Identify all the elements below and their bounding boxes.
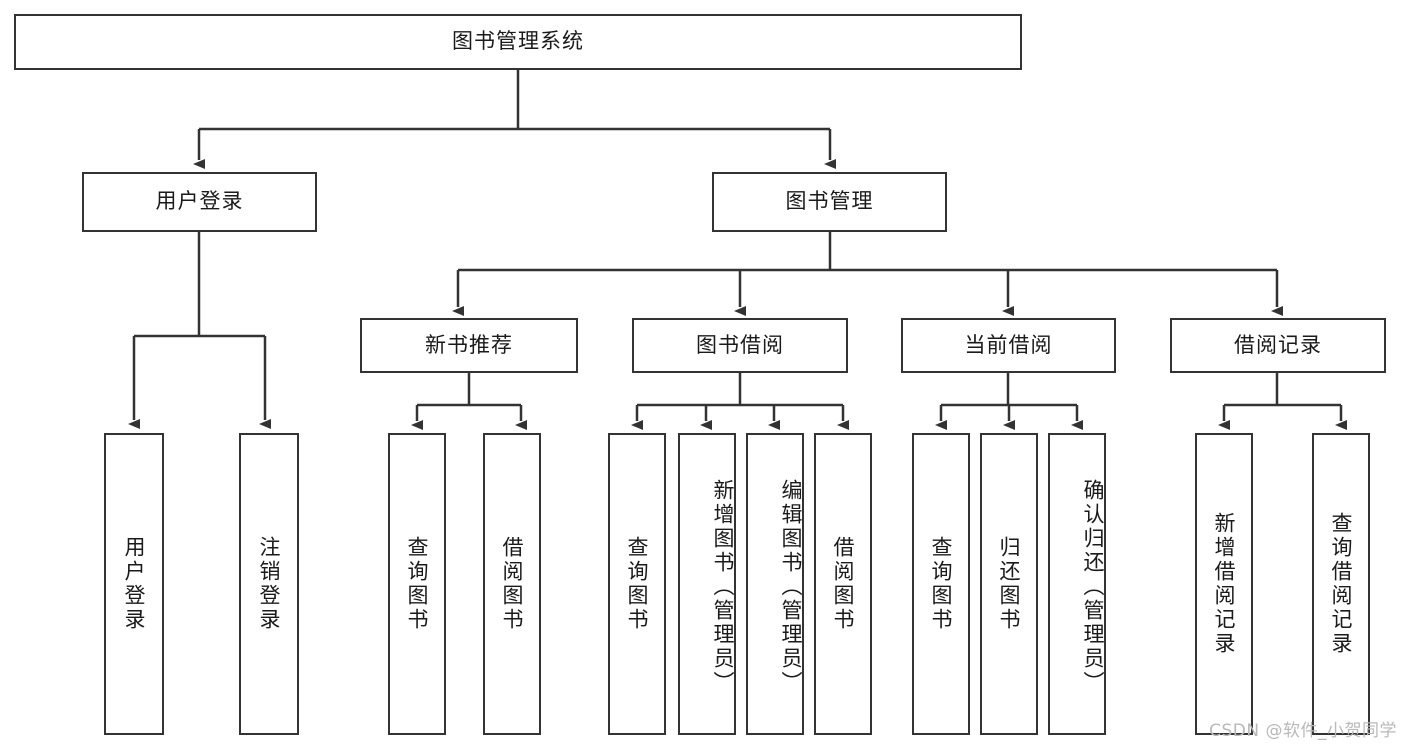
leaf-user-login[interactable]: 用户登录 [104,433,164,735]
leaf-edit-book[interactable]: 编辑图书（管理员） [746,433,804,735]
node-user-login[interactable]: 用户登录 [82,172,317,232]
leaf-query-record[interactable]: 查询借阅记录 [1312,433,1370,735]
node-new-book-rec-label: 新书推荐 [425,332,513,357]
leaf-edit-book-label: 编辑图书（管理员） [779,479,803,695]
leaf-add-record-label: 新增借阅记录 [1212,512,1237,656]
leaf-query-book-1-label: 查询图书 [405,536,430,632]
leaf-return-book-label: 归还图书 [997,536,1022,632]
leaf-borrow-book-1[interactable]: 借阅图书 [483,433,541,735]
node-current-borrow[interactable]: 当前借阅 [901,318,1116,373]
leaf-query-book-1[interactable]: 查询图书 [388,433,446,735]
node-root-label: 图书管理系统 [452,29,584,54]
node-borrow-record-label: 借阅记录 [1234,332,1322,357]
node-book-manage-label: 图书管理 [785,189,874,214]
node-borrow-record[interactable]: 借阅记录 [1170,318,1386,373]
leaf-query-book-2-label: 查询图书 [625,536,650,632]
node-current-borrow-label: 当前借阅 [964,332,1053,357]
watermark: CSDN @软件_小贺同学 [1209,721,1397,741]
leaf-query-book-2[interactable]: 查询图书 [608,433,666,735]
leaf-query-book-3-label: 查询图书 [929,536,954,632]
leaf-query-book-3[interactable]: 查询图书 [912,433,970,735]
leaf-add-book-label: 新增图书（管理员） [711,479,735,695]
leaf-user-login-label: 用户登录 [122,536,147,632]
leaf-borrow-book-1-label: 借阅图书 [500,536,525,632]
leaf-logout-label: 注销登录 [257,536,282,632]
leaf-borrow-book-2-label: 借阅图书 [831,536,856,632]
node-book-borrow[interactable]: 图书借阅 [632,318,848,373]
node-book-manage[interactable]: 图书管理 [712,172,947,232]
node-book-borrow-label: 图书借阅 [696,332,784,357]
leaf-confirm-return-label: 确认归还（管理员） [1081,479,1105,695]
leaf-return-book[interactable]: 归还图书 [980,433,1038,735]
node-new-book-rec[interactable]: 新书推荐 [360,318,578,373]
node-root[interactable]: 图书管理系统 [14,14,1022,70]
leaf-borrow-book-2[interactable]: 借阅图书 [814,433,872,735]
leaf-add-record[interactable]: 新增借阅记录 [1195,433,1253,735]
leaf-query-record-label: 查询借阅记录 [1329,512,1354,656]
leaf-add-book[interactable]: 新增图书（管理员） [678,433,736,735]
leaf-confirm-return[interactable]: 确认归还（管理员） [1048,433,1106,735]
leaf-logout[interactable]: 注销登录 [239,433,299,735]
node-user-login-label: 用户登录 [155,189,244,214]
